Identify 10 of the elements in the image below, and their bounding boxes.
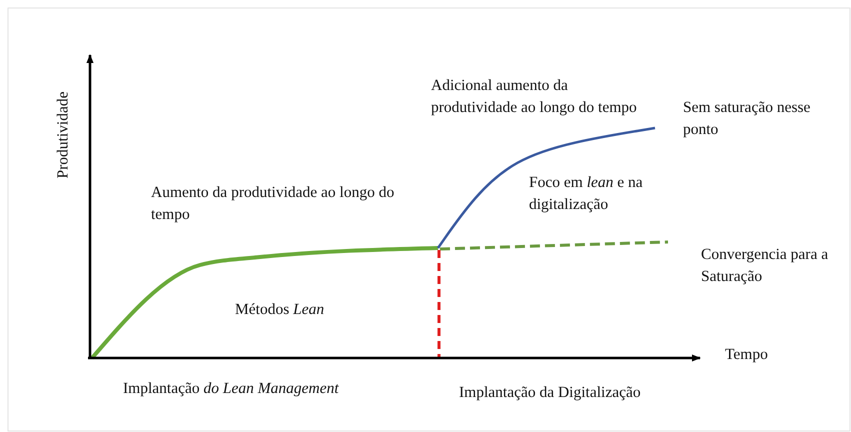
region-label: Métodos Lean — [235, 300, 326, 320]
annotation-text: Convergencia para a Saturação — [701, 245, 830, 287]
annotation-text: Adicional aumento da produtividade ao longo do tempo — [431, 76, 638, 118]
axis-title: Produtividade — [53, 92, 72, 178]
annotation-text: Aumento da produtividade ao longo do tempo — [151, 183, 396, 225]
annotation-text: Sem saturação nesse ponto — [683, 98, 812, 140]
axis-title: Tempo — [725, 345, 769, 365]
phase-label: Implantação da Digitalização — [459, 383, 642, 403]
annotation-text: Foco em lean e na digitalização — [529, 173, 644, 215]
phase-label: Implantação do Lean Management — [123, 379, 340, 399]
